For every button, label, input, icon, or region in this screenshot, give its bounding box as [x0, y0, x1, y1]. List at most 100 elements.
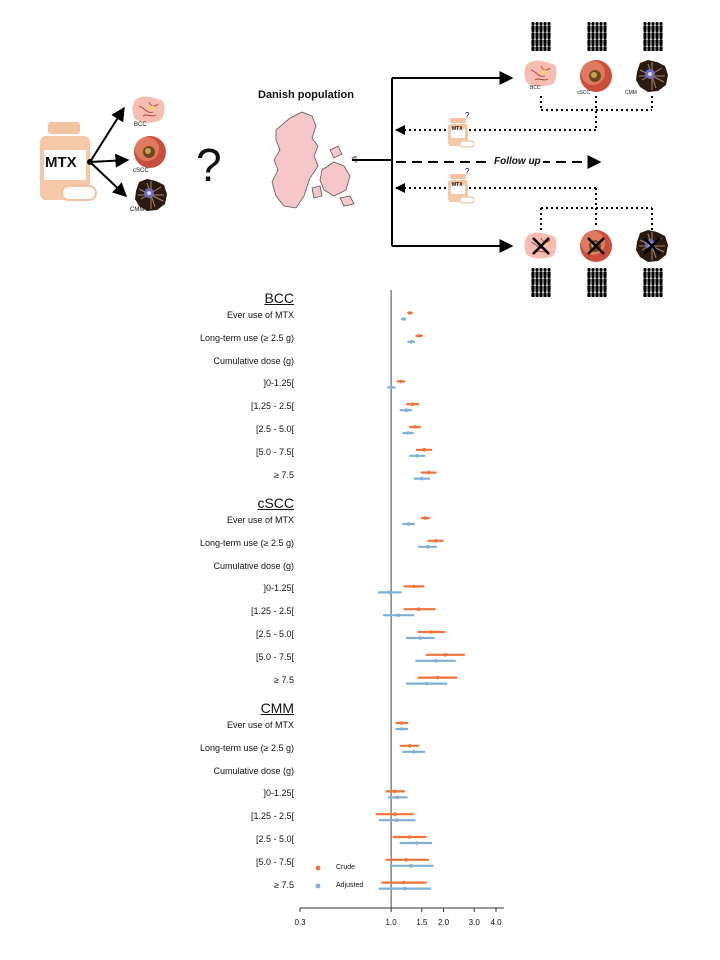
x-tick-label: 1.0 [385, 918, 397, 927]
row-label: ≥ 7.5 [274, 879, 294, 890]
crude-point [407, 311, 412, 315]
adjusted-point [425, 545, 430, 549]
drug-label: MTX [45, 154, 77, 171]
adjusted-point [403, 886, 407, 891]
legend-adjusted-marker [315, 883, 321, 889]
row-label: Cumulative dose (g) [213, 765, 294, 776]
crude-point [413, 425, 417, 429]
crude-point [392, 812, 397, 816]
cscc-left-label: cSCC [133, 168, 149, 174]
small-question: ? [465, 111, 470, 120]
legend-crude-label: Crude [336, 864, 356, 871]
adjusted-point [424, 681, 429, 686]
row-label: [2.5 - 5.0[ [255, 424, 294, 434]
row-label: ]0-1.25[ [263, 583, 294, 594]
adjusted-point [419, 476, 424, 481]
adjusted-point [395, 818, 399, 822]
crude-point [399, 379, 403, 384]
adjusted-point [409, 864, 413, 868]
crude-point [412, 584, 416, 589]
row-label: [1.25 - 2.5[ [250, 606, 294, 617]
arrow-to-cmm [89, 161, 128, 197]
crude-point [401, 880, 406, 885]
cmm-control-icon [635, 229, 669, 263]
row-label: Ever use of MTX [226, 310, 294, 320]
adjusted-point [401, 317, 406, 321]
crude-point [392, 789, 397, 794]
legend-crude-marker [315, 865, 321, 871]
row-label: Cumulative dose (g) [213, 560, 294, 571]
pill-bottle-icon [40, 122, 97, 201]
crude-point [399, 721, 404, 725]
crude-point [433, 539, 438, 543]
row-label: [1.25 - 2.5[ [250, 401, 294, 412]
row-label: Cumulative dose (g) [213, 355, 294, 366]
small-drug-label: MTX [452, 182, 463, 188]
crude-point [426, 470, 431, 475]
bcc-left-label: BCC [134, 122, 147, 128]
adjusted-point [399, 727, 404, 731]
crude-point [416, 607, 421, 611]
crude-point [422, 448, 427, 452]
adjusted-point [415, 454, 419, 458]
section-title: CMM [260, 700, 294, 716]
crude-point [435, 675, 440, 680]
cscc-right-label: cSCC [577, 90, 591, 96]
x-tick-label: 1.5 [416, 918, 428, 927]
row-label: Ever use of MTX [226, 720, 294, 730]
cscc-control-icon [580, 230, 612, 262]
section-title: BCC [264, 290, 294, 306]
crude-point [417, 334, 422, 338]
crude-point [443, 653, 448, 657]
row-label: [5.0 - 7.5[ [255, 856, 294, 867]
adjusted-point [406, 522, 411, 526]
crude-point [423, 516, 428, 520]
row-label: [2.5 - 5.0[ [255, 834, 294, 844]
section-title: cSCC [257, 495, 294, 511]
arrow-to-bcc [89, 106, 125, 163]
row-label: [2.5 - 5.0[ [255, 629, 294, 639]
control-exposure-lines [400, 187, 653, 230]
row-label: Ever use of MTX [226, 515, 294, 525]
arrow-to-cscc [89, 153, 130, 168]
bcc-control-icon [523, 232, 557, 260]
denmark-map-icon [271, 111, 357, 209]
population-title: Danish population [258, 89, 354, 101]
row-label: ≥ 7.5 [274, 674, 294, 685]
adjusted-point [396, 613, 401, 617]
cmm-left-label: CMM [130, 207, 145, 213]
x-tick-label: 2.0 [437, 918, 450, 927]
row-label: [5.0 - 7.5[ [255, 446, 294, 457]
bcc-right-label: BCC [530, 85, 541, 91]
adjusted-point [406, 431, 410, 435]
row-label: Long-term use (≥ 2.5 g) [200, 537, 294, 548]
legend-adjusted-label: Adjusted [336, 882, 364, 889]
x-tick-label: 3.0 [468, 918, 480, 927]
adjusted-point [414, 841, 419, 845]
adjusted-point [387, 590, 392, 595]
crude-point [407, 744, 412, 748]
adjusted-point [389, 385, 393, 390]
crude-point [410, 402, 415, 407]
row-label: Long-term use (≥ 2.5 g) [200, 332, 294, 343]
row-label: Long-term use (≥ 2.5 g) [200, 742, 294, 753]
row-label: ≥ 7.5 [274, 469, 294, 480]
x-tick-label: 0.3 [294, 918, 306, 927]
small-question: ? [465, 167, 470, 176]
row-label: ]0-1.25[ [263, 788, 294, 799]
x-tick-label: 4.0 [490, 918, 502, 927]
crude-point [404, 858, 408, 862]
adjusted-point [412, 750, 416, 754]
row-label: [5.0 - 7.5[ [255, 651, 294, 662]
crude-point [407, 835, 412, 839]
adjusted-point [433, 659, 438, 663]
small-drug-label: MTX [452, 126, 463, 132]
cmm-right-label: CMM [625, 90, 637, 96]
adjusted-point [409, 340, 414, 344]
row-label: ]0-1.25[ [263, 378, 294, 389]
adjusted-point [418, 636, 423, 640]
adjusted-point [404, 408, 408, 413]
crude-point [429, 630, 434, 634]
